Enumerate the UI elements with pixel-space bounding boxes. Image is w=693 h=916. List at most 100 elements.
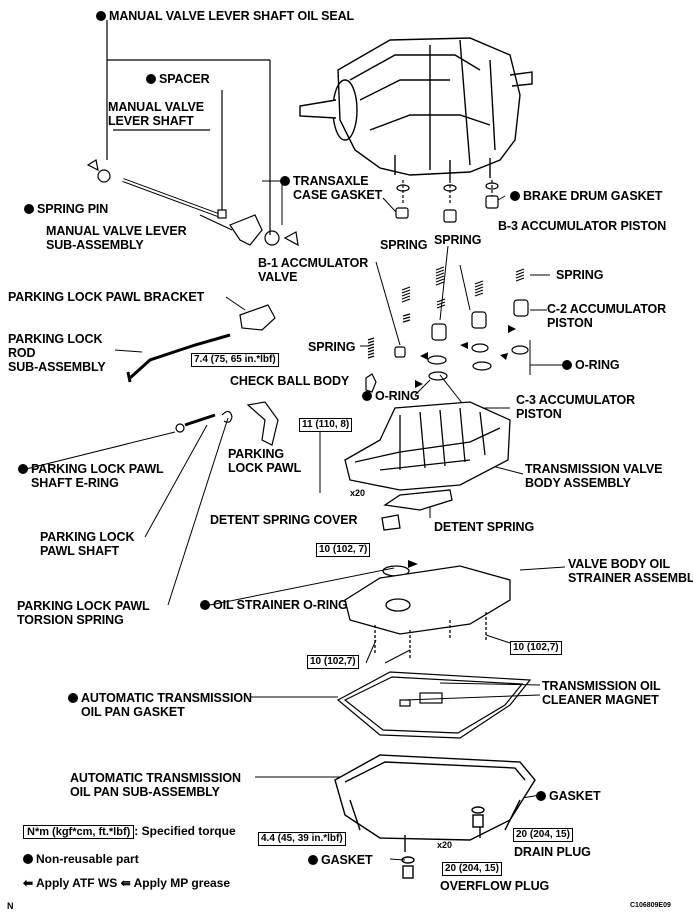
parking-lock-parts (126, 304, 279, 446)
label-line: PARKING (228, 447, 285, 461)
torque-valve-body: 11 (110, 8) (299, 418, 353, 432)
count-pan-bolts: x20 (437, 840, 453, 850)
label-spring-mid: SPRING (434, 233, 482, 247)
nonreusable-dot (362, 391, 372, 401)
label-brake-drum-gasket: BRAKE DRUM GASKET (510, 189, 662, 203)
nonreusable-dot (96, 11, 106, 21)
torque-strainer-left: 10 (102,7) (307, 655, 359, 669)
label-b3-piston: B-3 ACCUMULATOR PISTON (498, 219, 667, 233)
label-line: ROD (8, 346, 36, 360)
label-line: PISTON (516, 407, 562, 421)
label-text: OIL STRAINER O-RING (213, 598, 348, 612)
label-line: CASE GASKET (293, 188, 383, 202)
label-o-ring-mid: O-RING (362, 389, 420, 403)
legend-nonreusable-text: Non-reusable part (36, 852, 139, 866)
label-text: SPACER (159, 72, 210, 86)
label-line: SUB-ASSEMBLY (46, 238, 144, 252)
legend-torque-box: N*m (kgf*cm, ft.*lbf) (23, 825, 135, 839)
nonreusable-dot (308, 855, 318, 865)
legend-nonreusable: Non-reusable part (23, 852, 139, 866)
label-line: C-2 ACCUMULATOR (547, 302, 667, 316)
label-line: MANUAL VALVE (108, 100, 205, 114)
label-text: GASKET (549, 789, 601, 803)
label-gasket-right: GASKET (536, 789, 601, 803)
torque-strainer-right: 10 (102,7) (510, 641, 562, 655)
nonreusable-dot (146, 74, 156, 84)
nonreusable-dot (23, 854, 33, 864)
label-spring-pin: SPRING PIN (24, 202, 108, 216)
label-line: SHAFT E-RING (31, 476, 119, 490)
torque-pan-bolts: 4.4 (45, 39 in.*lbf) (258, 832, 346, 846)
nonreusable-dot (68, 693, 78, 703)
torque-overflow: 20 (204, 15) (442, 862, 502, 876)
label-line: OIL PAN GASKET (81, 705, 185, 719)
oil-pan-gasket (336, 671, 532, 739)
corner-right: C106809E09 (630, 902, 671, 909)
label-line: STRAINER ASSEMBLY (568, 571, 693, 585)
nonreusable-dot (18, 464, 28, 474)
count-valve-body-bolts: x20 (350, 488, 366, 498)
label-line: MANUAL VALVE LEVER (46, 224, 187, 238)
case-gaskets (395, 180, 499, 223)
label-detent-cover: DETENT SPRING COVER (210, 513, 358, 527)
label-text: GASKET (321, 853, 373, 867)
label-line: B-1 ACCMULATOR (258, 256, 369, 270)
label-line: CLEANER MAGNET (542, 693, 659, 707)
transmission-case (299, 37, 533, 180)
label-line: PARKING LOCK (8, 332, 103, 346)
label-line: VALVE (258, 270, 298, 284)
label-line: VALVE BODY OIL (568, 557, 671, 571)
label-text: O-RING (375, 389, 420, 403)
label-drain-plug: DRAIN PLUG (514, 845, 591, 859)
nonreusable-dot (280, 176, 290, 186)
corner-left: N (7, 901, 14, 911)
nonreusable-dot (536, 791, 546, 801)
label-text: TRANSAXLE (293, 174, 369, 188)
nonreusable-dot (24, 204, 34, 214)
label-overflow-plug: OVERFLOW PLUG (440, 879, 550, 893)
label-line: PARKING LOCK (40, 530, 135, 544)
label-strainer-oring: OIL STRAINER O-RING (200, 598, 348, 612)
label-oil-seal: MANUAL VALVE LEVER SHAFT OIL SEAL (96, 9, 354, 23)
atf-arrow-icon: ⬅ (23, 876, 34, 890)
oil-pan (334, 754, 536, 879)
label-line: TRANSMISSION VALVE (525, 462, 663, 476)
torque-drain: 20 (204, 15) (513, 828, 573, 842)
label-line: PISTON (547, 316, 593, 330)
label-line: TORSION SPRING (17, 613, 124, 627)
torque-detent: 10 (102, 7) (316, 543, 371, 557)
label-o-ring-right: O-RING (562, 358, 620, 372)
label-text: O-RING (575, 358, 620, 372)
oil-strainer (344, 565, 511, 660)
nonreusable-dot (562, 360, 572, 370)
label-line: OIL PAN SUB-ASSEMBLY (70, 785, 220, 799)
mp-grease-arrow-icon: ⇚ (120, 876, 131, 890)
label-line: AUTOMATIC TRANSMISSION (70, 771, 241, 785)
nonreusable-dot (200, 600, 210, 610)
label-spacer: SPACER (146, 72, 210, 86)
legend-mp-text: Apply MP grease (133, 876, 231, 890)
label-line: LEVER SHAFT (108, 114, 194, 128)
manual-valve-lever-parts (86, 20, 299, 247)
label-line: TRANSMISSION OIL (542, 679, 661, 693)
label-line: BODY ASSEMBLY (525, 476, 631, 490)
label-line: SUB-ASSEMBLY (8, 360, 106, 374)
label-text: PARKING LOCK PAWL (31, 462, 164, 476)
label-text: AUTOMATIC TRANSMISSION (81, 691, 252, 705)
label-detent-spring: DETENT SPRING (434, 520, 535, 534)
legend-torque-text: : Specified torque (134, 824, 236, 838)
label-line: PAWL SHAFT (40, 544, 120, 558)
